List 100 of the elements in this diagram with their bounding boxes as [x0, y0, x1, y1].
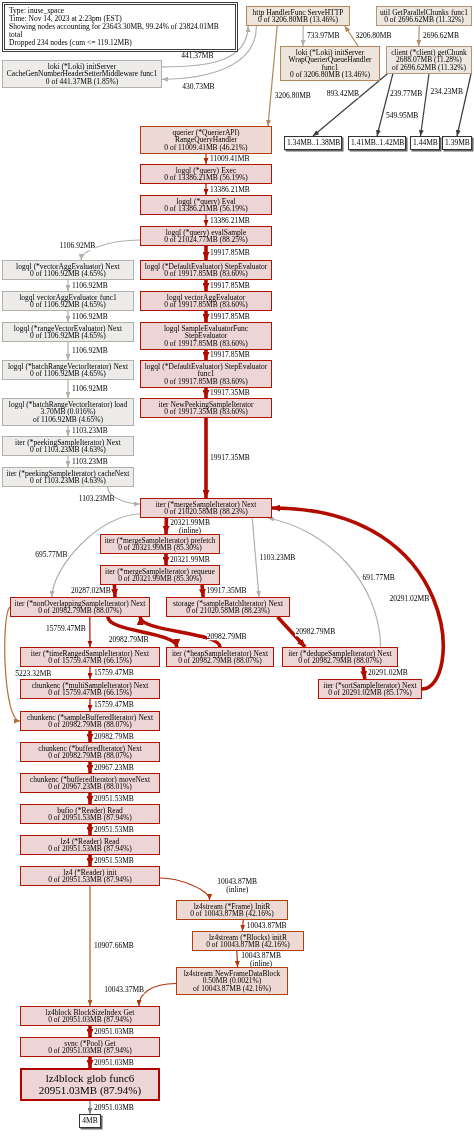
- arrow: [202, 246, 210, 260]
- function-box: [20, 679, 160, 699]
- function-box: [20, 647, 160, 667]
- function-box: [20, 711, 160, 731]
- function-box: [2, 260, 134, 280]
- arrow: [202, 349, 210, 360]
- function-box: [140, 322, 272, 350]
- arrow: [86, 1026, 94, 1037]
- arrow: [87, 616, 93, 648]
- arrow: [234, 950, 240, 968]
- arrow: [202, 280, 210, 291]
- function-box: [20, 1068, 160, 1102]
- arrow: [106, 616, 179, 648]
- arrow: [86, 855, 94, 866]
- arrow: [202, 387, 210, 398]
- function-name: func6: [109, 1073, 135, 1085]
- function-box: [166, 647, 274, 667]
- arrow: [50, 513, 141, 598]
- function-box: [140, 195, 272, 215]
- arrow: [416, 25, 422, 47]
- function-box: [20, 835, 160, 855]
- function-box: [140, 126, 272, 154]
- arrow: [87, 1100, 93, 1115]
- function-box: [20, 1037, 160, 1057]
- arrow: [86, 762, 94, 773]
- function-box: [282, 647, 398, 667]
- function-box: [246, 6, 350, 26]
- function-box: [2, 322, 134, 342]
- arrow: [79, 239, 141, 261]
- arrow: [360, 666, 368, 680]
- function-box: [140, 291, 272, 311]
- arrow: [65, 379, 71, 399]
- function-box: [20, 773, 160, 793]
- function-box: [2, 398, 134, 426]
- arrow: [199, 584, 206, 598]
- function-box: [280, 46, 380, 81]
- function-box: [166, 597, 290, 617]
- arrow: [161, 25, 250, 68]
- function-box: [20, 804, 160, 824]
- arrow: [251, 517, 262, 598]
- arrow: [136, 982, 177, 1007]
- memory-stats: 20951.03MB (87.94%): [37, 1084, 143, 1097]
- arrow: [162, 554, 170, 565]
- arrow: [159, 877, 211, 901]
- arrow: [203, 152, 209, 165]
- function-box: [376, 6, 472, 26]
- arrow: [203, 183, 209, 196]
- function-box: [176, 900, 288, 920]
- function-box: [20, 742, 160, 762]
- arrow: [111, 584, 119, 598]
- arrow: [107, 486, 141, 507]
- arrow: [65, 341, 71, 361]
- function-box: [100, 565, 220, 585]
- function-box: [2, 436, 134, 456]
- arrow: [4, 606, 21, 722]
- function-box: [100, 534, 220, 554]
- arrow: [312, 72, 389, 137]
- function-box: [140, 398, 272, 418]
- function-box: [2, 60, 162, 88]
- package-name: lz4block: [45, 1073, 84, 1085]
- arrow: [87, 698, 93, 712]
- arrow: [138, 616, 222, 648]
- arrow: [65, 424, 71, 437]
- arrow: [65, 279, 71, 292]
- arrow: [65, 310, 71, 323]
- function-box: [20, 1006, 160, 1026]
- arrow: [86, 731, 94, 742]
- function-name: glob: [86, 1073, 107, 1085]
- function-box: [386, 46, 472, 74]
- arrow: [240, 919, 246, 932]
- arrow: [202, 311, 210, 322]
- function-box: [140, 164, 272, 184]
- function-box: [2, 291, 134, 311]
- function-box: [20, 866, 160, 886]
- function-box: [318, 679, 422, 699]
- function-box: [140, 498, 272, 518]
- function-box: [140, 360, 272, 388]
- function-box: [176, 967, 288, 995]
- arrow: [86, 1057, 94, 1068]
- function-box: [140, 226, 272, 246]
- arrow: [65, 455, 71, 468]
- function-box: [10, 597, 150, 617]
- arrow: [86, 793, 94, 804]
- arrow: [162, 517, 170, 535]
- arrow: [276, 615, 307, 649]
- arrow: [202, 418, 210, 498]
- arrow: [375, 72, 394, 137]
- arrow: [203, 214, 209, 227]
- arrow: [267, 516, 382, 648]
- arrow: [455, 72, 472, 137]
- arrow: [300, 25, 306, 47]
- arrow: [344, 25, 359, 47]
- arrow: [418, 72, 430, 137]
- arrow: [271, 505, 445, 691]
- arrow: [161, 25, 257, 82]
- arrow: [87, 885, 93, 1007]
- arrow: [86, 824, 94, 835]
- info-box: [2, 2, 238, 53]
- function-box: [140, 260, 272, 280]
- arrow: [87, 666, 93, 680]
